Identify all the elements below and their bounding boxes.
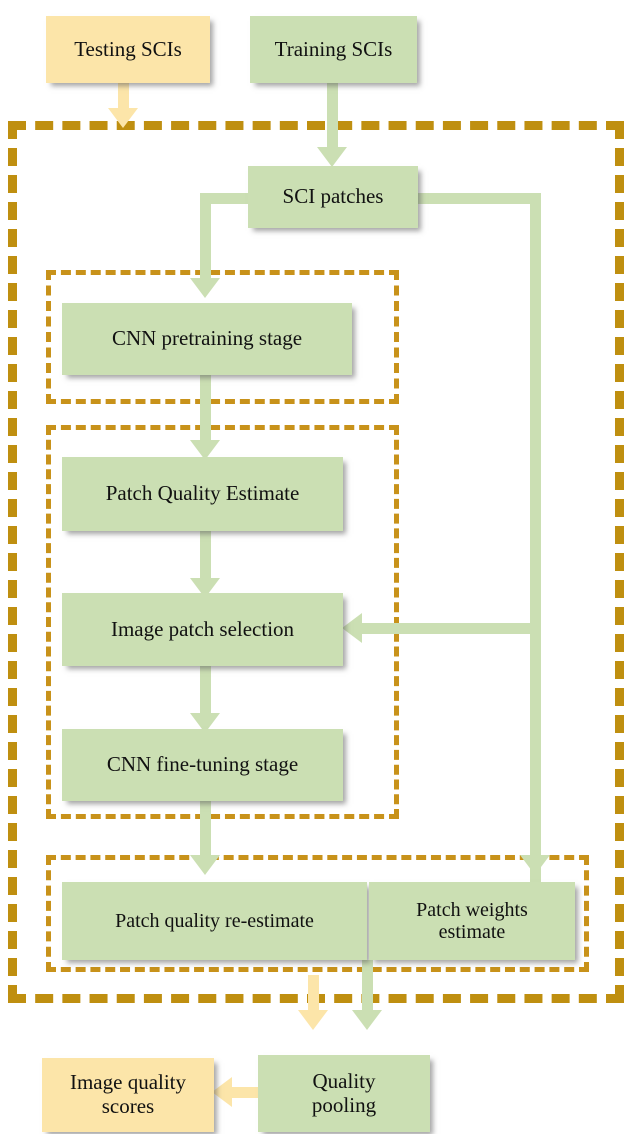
edge-to-weights-arrowhead [520, 855, 550, 875]
pretraining-group-frame [46, 270, 399, 404]
node-patch-quality-estimate[interactable]: Patch Quality Estimate [62, 457, 343, 531]
edge-to-selection-arrowhead [342, 613, 362, 643]
node-patch-quality-estimate-label: Patch Quality Estimate [105, 481, 300, 506]
edge-pretraining-to-pqe-segment [200, 375, 211, 450]
edge-finetuning-to-reestimate-segment [200, 800, 211, 862]
edge-weights-to-pooling-arrowhead [352, 1010, 382, 1030]
node-sci-patches[interactable]: SCI patches [248, 166, 418, 228]
edge-testing-to-pooling-arrowhead-upper [108, 108, 138, 128]
output-group-frame [46, 855, 589, 972]
node-image-quality-scores[interactable]: Image quality scores [42, 1058, 214, 1132]
node-training-scis[interactable]: Training SCIs [250, 16, 417, 83]
node-patch-quality-re-estimate-label: Patch quality re-estimate [115, 909, 314, 932]
node-patch-quality-re-estimate[interactable]: Patch quality re-estimate [62, 882, 367, 960]
node-quality-pooling-label-line2: pooling [311, 1092, 377, 1117]
node-image-patch-selection[interactable]: Image patch selection [62, 593, 343, 666]
edge-training-to-patches-segment [327, 82, 338, 150]
edge-patches-right-horizontal [410, 193, 541, 204]
edge-testing-to-pooling-segment [118, 82, 129, 112]
node-testing-scis[interactable]: Testing SCIs [46, 16, 210, 83]
finetuning-group-frame [46, 425, 399, 819]
edge-weights-to-pooling-segment [362, 960, 373, 1015]
edge-pretraining-to-pqe-arrowhead [190, 440, 220, 460]
edge-pooling-to-scores-arrowhead [212, 1077, 232, 1107]
edge-finetuning-to-reestimate-arrowhead [190, 855, 220, 875]
node-quality-pooling[interactable]: Quality pooling [258, 1055, 430, 1132]
node-testing-scis-label: Testing SCIs [74, 36, 182, 61]
node-cnn-pretraining-stage[interactable]: CNN pretraining stage [62, 303, 352, 375]
node-patch-weights-estimate[interactable]: Patch weights estimate [369, 882, 575, 960]
edge-to-selection-horizontal [362, 623, 537, 634]
node-training-scis-label: Training SCIs [274, 36, 393, 61]
edge-selection-to-finetuning-arrowhead [190, 713, 220, 733]
edge-training-to-patches-arrowhead [317, 147, 347, 167]
edge-patches-to-pretraining-horizontal [200, 193, 255, 204]
edge-patches-to-pretraining-vertical [200, 193, 211, 283]
edge-testing-to-pooling-long-segment [308, 975, 319, 1015]
node-quality-pooling-label-line1: Quality [312, 1068, 376, 1093]
edge-pqe-to-selection-segment [200, 530, 211, 588]
edge-patches-right-vertical [530, 193, 541, 883]
node-patch-weights-estimate-label-line1: Patch weights [416, 898, 528, 921]
node-image-patch-selection-label: Image patch selection [110, 616, 295, 641]
edge-selection-to-finetuning-segment [200, 665, 211, 723]
node-patch-weights-estimate-label-line2: estimate [438, 921, 506, 943]
node-cnn-fine-tuning-stage-label: CNN fine-tuning stage [106, 752, 299, 777]
edge-pooling-to-scores-horizontal [230, 1087, 270, 1098]
node-cnn-fine-tuning-stage[interactable]: CNN fine-tuning stage [62, 729, 343, 801]
edge-testing-to-pooling-arrowhead-lower [298, 1010, 328, 1030]
node-sci-patches-label: SCI patches [282, 184, 384, 209]
edge-patches-to-pretraining-arrowhead [190, 278, 220, 298]
node-cnn-pretraining-stage-label: CNN pretraining stage [111, 326, 303, 351]
node-image-quality-scores-label-line1: Image quality [69, 1070, 187, 1095]
node-image-quality-scores-label-line2: scores [101, 1094, 155, 1118]
